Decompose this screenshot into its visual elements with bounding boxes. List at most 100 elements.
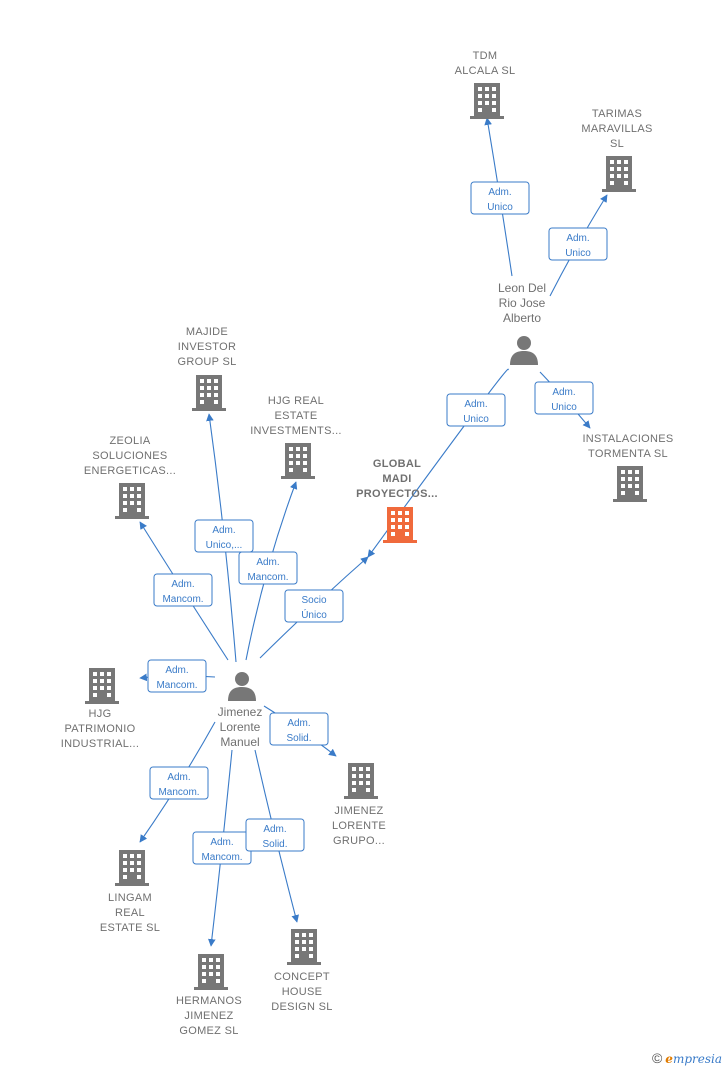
node-label: JIMENEZ [334, 805, 383, 817]
node-label: ESTATE SL [100, 922, 160, 934]
role-badge-leon-tdm[interactable]: Adm. Unico [470, 181, 530, 215]
role-text: Unico [463, 414, 489, 425]
node-label: INSTALACIONES [582, 433, 673, 445]
company-node-jlgrupo[interactable]: JIMENEZLORENTEGRUPO... [332, 763, 386, 847]
role-badge-jimenez-hjgpat[interactable]: Adm. Mancom. [147, 659, 207, 693]
node-label: Lorente [220, 720, 261, 734]
node-label: Rio Jose [499, 296, 546, 310]
node-label: ESTATE [275, 410, 318, 422]
node-label: TDM [473, 50, 498, 62]
role-badge-jimenez-majide[interactable]: Adm. Unico,... [194, 519, 254, 553]
building-icon [470, 83, 504, 119]
role-badge-jimenez-lingam[interactable]: Adm. Mancom. [149, 766, 209, 800]
role-badge-leon-instalaciones[interactable]: Adm. Unico [534, 381, 594, 415]
node-label: HJG REAL [268, 395, 324, 407]
company-node-global[interactable]: GLOBAL MADI PROYECTOS... [356, 458, 438, 543]
node-label: REAL [115, 907, 145, 919]
building-icon [344, 763, 378, 799]
node-label: INVESTOR [178, 341, 236, 353]
role-text: Mancom. [162, 594, 203, 605]
building-icon [281, 443, 315, 479]
node-label: HJG [89, 708, 112, 720]
role-badge-leon-global[interactable]: Adm. Unico [446, 393, 506, 427]
brand-name: mpresia [672, 1052, 722, 1066]
role-badge-jimenez-hermanos[interactable]: Adm. Mancom. [192, 831, 252, 865]
node-label: INVESTMENTS... [250, 425, 342, 437]
building-icon [194, 954, 228, 990]
building-icon [602, 156, 636, 192]
role-text: Adm. [464, 399, 487, 410]
building-icon [192, 375, 226, 411]
role-text: Único [301, 608, 327, 621]
node-label: CONCEPT [274, 971, 330, 983]
role-text: Mancom. [158, 787, 199, 798]
company-node-tdm[interactable]: TDM ALCALA SL [455, 50, 516, 119]
role-text: Adm. [287, 718, 310, 729]
node-label: Manuel [220, 735, 259, 749]
node-label: ENERGETICAS... [84, 465, 176, 477]
role-badge-leon-tarimas[interactable]: Adm.Unico [548, 227, 608, 261]
node-label: GOMEZ SL [179, 1025, 238, 1037]
building-icon [287, 929, 321, 965]
node-label: GROUP SL [177, 356, 236, 368]
role-text: Adm. [167, 772, 190, 783]
copyright-symbol: © [651, 1050, 663, 1066]
node-label: TARIMAS [592, 108, 642, 120]
node-label: MARAVILLAS [581, 123, 652, 135]
company-node-majide[interactable]: MAJIDE INVESTOR GROUP SL [177, 326, 236, 411]
company-node-lingam[interactable]: LINGAM REAL ESTATE SL [100, 850, 160, 934]
node-label: Jimenez [218, 705, 263, 719]
role-text: Adm. [212, 525, 235, 536]
node-label: PROYECTOS... [356, 488, 438, 500]
role-text: Unico [487, 202, 513, 213]
role-text: Adm. [171, 579, 194, 590]
node-label: DESIGN SL [271, 1001, 332, 1013]
role-text: Adm. [210, 837, 233, 848]
role-badge-jimenez-zeolia[interactable]: Adm. Mancom. [153, 573, 213, 607]
node-label: SOLUCIONES [92, 450, 167, 462]
role-text: Mancom. [247, 572, 288, 583]
node-label: INDUSTRIAL... [61, 738, 139, 750]
role-text: Adm. [488, 187, 511, 198]
building-icon [613, 466, 647, 502]
role-text: Unico,... [206, 540, 243, 551]
node-label: ALCALA SL [455, 65, 516, 77]
focus-building-icon [383, 507, 417, 543]
node-label: HERMANOS [176, 995, 242, 1007]
role-badge-jimenez-hjgreal[interactable]: Adm.Mancom. [238, 551, 298, 585]
role-text: Solid. [286, 733, 311, 744]
role-text: Adm. [566, 233, 589, 244]
empresia-logo[interactable]: ©empresia [652, 1050, 722, 1066]
person-icon [228, 672, 256, 701]
role-text: Adm. [552, 387, 575, 398]
node-label: MADI [382, 473, 411, 485]
node-label: Alberto [503, 311, 541, 325]
building-icon [85, 668, 119, 704]
company-node-hjgreal[interactable]: HJG REAL ESTATE INVESTMENTS... [250, 395, 342, 479]
building-icon [115, 850, 149, 886]
company-node-hjgpat[interactable]: HJG PATRIMONIO INDUSTRIAL... [61, 668, 139, 750]
company-node-hermanos[interactable]: HERMANOS JIMENEZ GOMEZ SL [176, 954, 242, 1037]
person-icon [510, 336, 538, 365]
brand-initial: e [665, 1052, 673, 1066]
node-label: LINGAM [108, 892, 152, 904]
node-label: GRUPO... [333, 835, 385, 847]
role-text: Mancom. [201, 852, 242, 863]
role-text: Mancom. [156, 680, 197, 691]
role-text: Unico [551, 402, 577, 413]
node-label: PATRIMONIO [64, 723, 135, 735]
node-label: JIMENEZ [184, 1010, 233, 1022]
role-badge-jimenez-jlgrupo[interactable]: Adm. Solid. [269, 712, 329, 746]
role-text: Adm. [165, 665, 188, 676]
node-label: ZEOLIA [110, 435, 151, 447]
role-badge-jimenez-concept[interactable]: Adm.Solid. [245, 818, 305, 852]
company-node-zeolia[interactable]: ZEOLIA SOLUCIONES ENERGETICAS... [84, 435, 176, 519]
node-label: GLOBAL [373, 458, 421, 470]
node-label: MAJIDE [186, 326, 228, 338]
